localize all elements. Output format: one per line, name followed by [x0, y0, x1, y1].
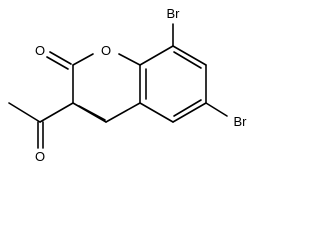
bond-c8-c7 — [172, 45, 207, 66]
bromine-8-label: Br — [167, 6, 181, 21]
bond-c3-c4-inner — [78, 105, 106, 121]
acetyl-oxygen-label: O — [35, 149, 45, 164]
bond-c6-c5-inner — [173, 99, 202, 117]
bond-c4-c4a — [105, 102, 141, 123]
bond-c8a-c8 — [139, 45, 174, 66]
bond-c5-c4a — [139, 102, 174, 123]
carbonyl-oxygen-label: O — [35, 43, 45, 58]
bond-c8-c7-inner — [173, 51, 202, 69]
bond-c6-c5 — [172, 102, 207, 123]
bond-c6-br — [205, 102, 228, 117]
bond-c3-cacyl — [39, 102, 74, 123]
bond-c8a-o1 — [118, 53, 141, 66]
bond-o1-c2 — [72, 53, 94, 66]
bond-c2-o-double-a — [49, 51, 72, 65]
chemical-structure: O O O Br Br — [8, 6, 248, 164]
bromine-6-label: Br — [234, 114, 248, 129]
bond-cacyl-methyl — [8, 102, 41, 123]
bond-c2-o-double-b — [46, 56, 69, 70]
ring-oxygen-label: O — [101, 43, 111, 58]
